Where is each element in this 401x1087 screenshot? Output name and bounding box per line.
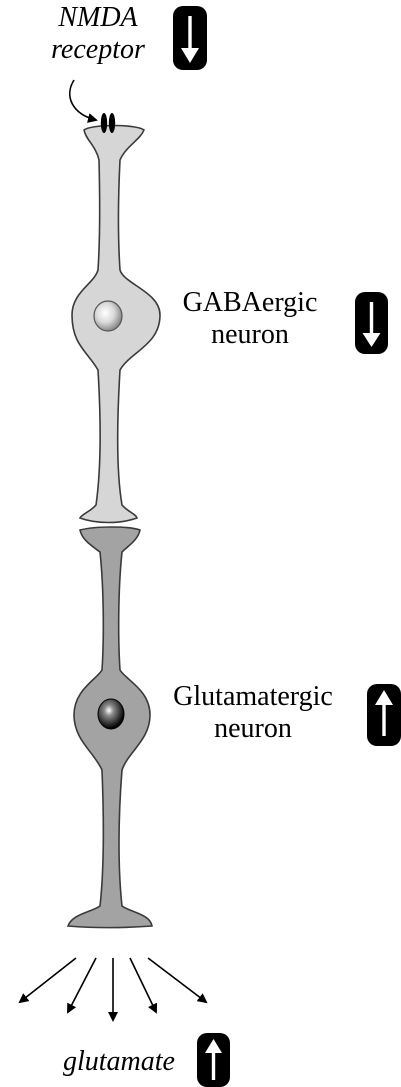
glutamatergic-up-arrow-icon: [367, 684, 401, 746]
nmda-receptor-label: NMDA receptor: [20, 2, 176, 66]
glutamate-up-arrow-icon: [197, 1033, 230, 1087]
glutamatergic-nucleus: [98, 699, 124, 729]
gabaergic-nucleus: [94, 301, 122, 331]
glutamatergic-neuron: [68, 527, 152, 928]
glutamate-release-arrows: [20, 958, 206, 1020]
gabaergic-label-line1: GABAergic: [160, 287, 340, 319]
glutamatergic-label-line2: neuron: [148, 713, 358, 745]
release-arrow: [148, 958, 206, 1002]
gabaergic-label-line2: neuron: [160, 319, 340, 351]
nmda-label-line1: NMDA: [20, 2, 176, 34]
release-arrow: [20, 958, 76, 1002]
release-arrow: [130, 958, 156, 1012]
gabaergic-neuron-label: GABAergic neuron: [160, 287, 340, 351]
glutamate-label: glutamate: [44, 1046, 194, 1078]
glutamatergic-label-line1: Glutamatergic: [148, 681, 358, 713]
gabaergic-neuron: [72, 126, 160, 523]
gabaergic-down-arrow-icon: [355, 292, 388, 354]
nmda-pointer-arrow: [70, 80, 96, 120]
nmda-label-line2: receptor: [20, 34, 176, 66]
glutamatergic-neuron-label: Glutamatergic neuron: [148, 681, 358, 745]
release-arrow: [68, 958, 96, 1012]
nmda-down-arrow-icon: [173, 6, 207, 70]
